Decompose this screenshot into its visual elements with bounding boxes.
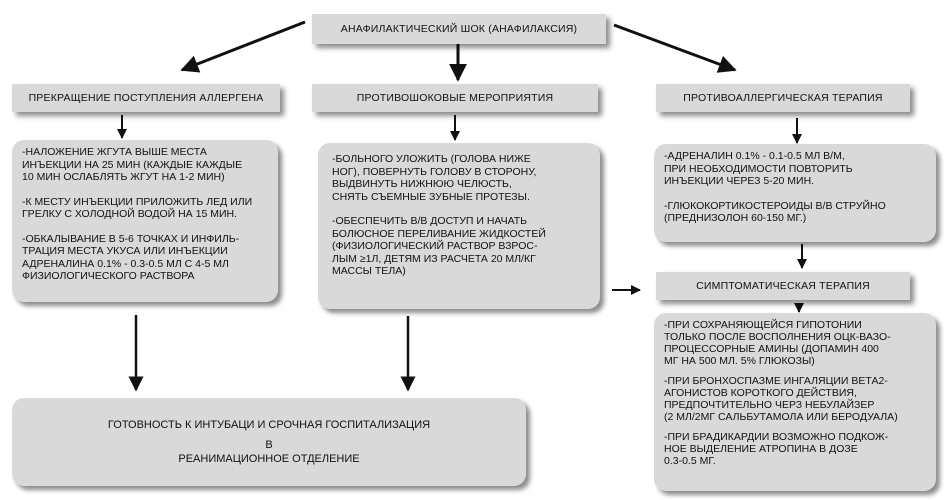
- list-item: -К МЕСТУ ИНЪЕКЦИИ ПРИЛОЖИТЬ ЛЕД ИЛИ ГРЕЛ…: [22, 195, 253, 221]
- header-symptomatic: СИМПТОМАТИЧЕСКАЯ ТЕРАПИЯ: [656, 272, 910, 300]
- list-item: -БОЛЬНОГО УЛОЖИТЬ (ГОЛОВА НИЖЕ НОГ), ПОВ…: [332, 153, 537, 203]
- final-line-1: ГОТОВНОСТЬ К ИНТУБАЦИ И СРОЧНАЯ ГОСПИТАЛ…: [107, 419, 431, 431]
- title-box: АНАФИЛАКТИЧЕСКИЙ ШОК (АНАФИЛАКСИЯ): [312, 14, 606, 44]
- header-antiallergic-label: ПРОТИВОАЛЛЕРГИЧЕСКАЯ ТЕРАПИЯ: [683, 92, 883, 104]
- final-hospitalization-box: ГОТОВНОСТЬ К ИНТУБАЦИ И СРОЧНАЯ ГОСПИТАЛ…: [12, 398, 526, 486]
- allergen-stop-content: -НАЛОЖЕНИЕ ЖГУТА ВЫШЕ МЕСТА ИНЪЕКЦИИ НА …: [12, 140, 278, 302]
- list-item: -АДРЕНАЛИН 0.1% - 0.1-0.5 МЛ В/М, ПРИ НЕ…: [664, 150, 853, 187]
- header-allergen-stop-label: ПРЕКРАЩЕНИЕ ПОСТУПЛЕНИЯ АЛЛЕРГЕНА: [28, 92, 264, 104]
- header-symptomatic-label: СИМПТОМАТИЧЕСКАЯ ТЕРАПИЯ: [696, 280, 870, 292]
- final-line-3: РЕАНИМАЦИОННОЕ ОТДЕЛЕНИЕ: [178, 453, 360, 465]
- header-antishock-label: ПРОТИВОШОКОВЫЕ МЕРОПРИЯТИЯ: [356, 92, 554, 104]
- antishock-content: -БОЛЬНОГО УЛОЖИТЬ (ГОЛОВА НИЖЕ НОГ), ПОВ…: [318, 143, 600, 309]
- header-antishock: ПРОТИВОШОКОВЫЕ МЕРОПРИЯТИЯ: [312, 84, 598, 112]
- list-item: -ОБЕСПЕЧИТЬ В/В ДОСТУП И НАЧАТЬ БОЛЮСНОЕ…: [332, 215, 546, 277]
- header-antiallergic: ПРОТИВОАЛЛЕРГИЧЕСКАЯ ТЕРАПИЯ: [656, 84, 910, 112]
- list-item: -ГЛЮКОКОРТИКОСТЕРОИДЫ В/В СТРУЙНО (ПРЕДН…: [664, 199, 886, 225]
- list-item: -НАЛОЖЕНИЕ ЖГУТА ВЫШЕ МЕСТА ИНЪЕКЦИИ НА …: [22, 146, 243, 183]
- list-item: -ОБКАЛЫВАНИЕ В 5-6 ТОЧКАХ И ИНФИЛЬ- ТРАЦ…: [22, 232, 240, 283]
- list-item: -ПРИ СОХРАНЯЮЩЕЙСЯ ГИПОТОНИИ ТОЛЬКО ПОСЛ…: [664, 319, 891, 367]
- antiallergic-content: -АДРЕНАЛИН 0.1% - 0.1-0.5 МЛ В/М, ПРИ НЕ…: [654, 144, 936, 242]
- arrow-title-to-right: [613, 23, 737, 73]
- final-line-2: В: [265, 439, 273, 451]
- arrow-title-to-left: [180, 20, 306, 73]
- list-item: -ПРИ БРОНХОСПАЗМЕ ИНГАЛЯЦИИ ВЕТА2- АГОНИ…: [664, 375, 898, 423]
- diagram-title: АНАФИЛАКТИЧЕСКИЙ ШОК (АНАФИЛАКСИЯ): [340, 23, 578, 35]
- header-allergen-stop: ПРЕКРАЩЕНИЕ ПОСТУПЛЕНИЯ АЛЛЕРГЕНА: [12, 84, 280, 112]
- symptomatic-content: -ПРИ СОХРАНЯЮЩЕЙСЯ ГИПОТОНИИ ТОЛЬКО ПОСЛ…: [654, 313, 936, 491]
- list-item: -ПРИ БРАДИКАРДИИ ВОЗМОЖНО ПОДКОЖ- НОЕ ВЫ…: [664, 431, 889, 467]
